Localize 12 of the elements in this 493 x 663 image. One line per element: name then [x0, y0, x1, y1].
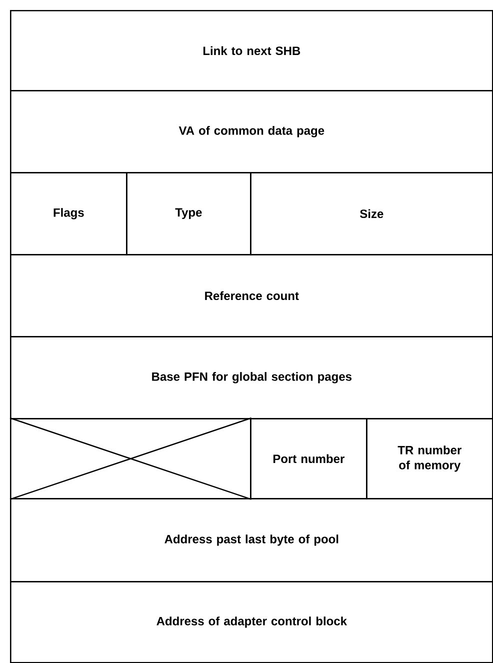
field-cell: TR number of memory — [366, 418, 493, 500]
field-cell: Link to next SHB — [10, 10, 493, 92]
field-cell: Reference count — [10, 254, 493, 338]
field-cell: Port number — [250, 418, 368, 500]
unused-field-cell — [9, 417, 252, 500]
field-cell: Address past last byte of pool — [10, 498, 493, 582]
field-cell: Base PFN for global section pages — [10, 336, 493, 420]
field-cell: Size — [250, 172, 493, 256]
field-cell: Flags — [10, 172, 128, 256]
field-cell: Type — [126, 172, 252, 256]
field-cell: Address of adapter control block — [10, 581, 493, 663]
field-cell: VA of common data page — [10, 90, 493, 174]
